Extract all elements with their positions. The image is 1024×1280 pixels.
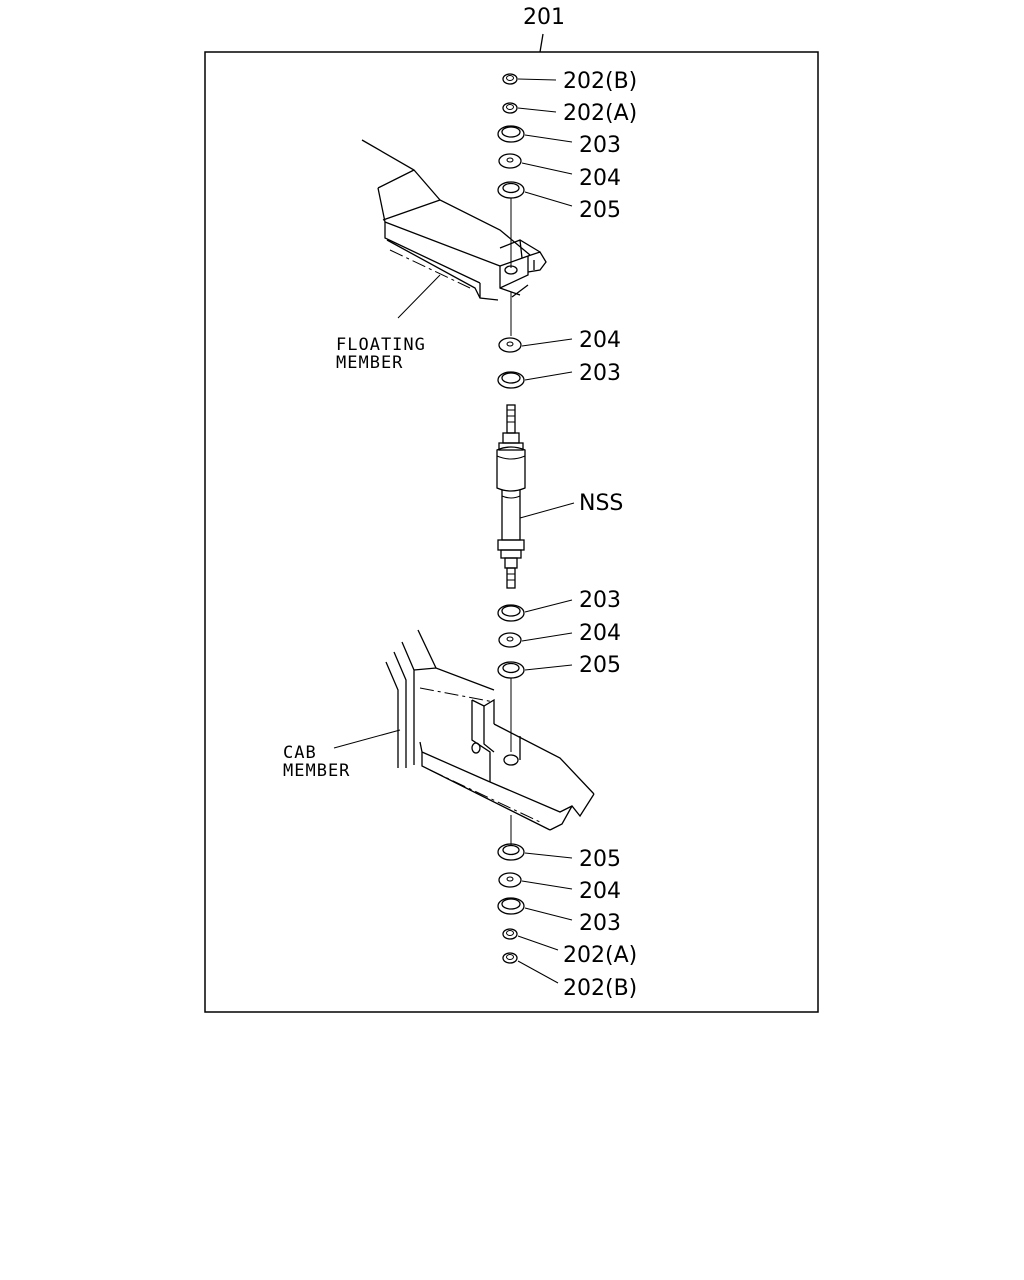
washer-203-bottom	[497, 897, 525, 915]
bushing-205-lower	[497, 661, 525, 679]
label-203-middle: 203	[579, 361, 621, 386]
label-203-lower: 203	[579, 588, 621, 613]
leader-205-bottom	[524, 852, 573, 859]
label-nss: NSS	[579, 491, 623, 516]
label-202b-bottom: 202(B)	[563, 976, 637, 1001]
leader-205-top	[524, 191, 573, 207]
nut-202a-top	[502, 102, 518, 114]
nut-202b-bottom	[502, 952, 518, 964]
leader-202a-top	[517, 107, 557, 113]
nut-202b-top	[502, 73, 518, 85]
assembly-leader-line	[539, 33, 544, 53]
floating-member-drawing	[361, 139, 547, 301]
diagram-frame	[204, 51, 819, 1013]
bushing-205-bottom	[497, 843, 525, 861]
bushing-204-lower	[498, 632, 522, 648]
label-204-bottom: 204	[579, 879, 621, 904]
leader-203-top	[524, 134, 573, 143]
leader-202a-bottom	[517, 935, 559, 951]
washer-203-top	[497, 125, 525, 143]
leader-cab-member	[333, 729, 401, 749]
leader-204-lower	[521, 632, 573, 642]
label-202a-top: 202(A)	[563, 101, 637, 126]
label-204-middle: 204	[579, 328, 621, 353]
leader-204-middle	[521, 338, 573, 347]
label-204-top: 204	[579, 166, 621, 191]
leader-202b-bottom	[517, 960, 559, 984]
leader-204-bottom	[521, 880, 573, 890]
leader-203-lower	[524, 599, 573, 613]
leader-nss	[519, 502, 575, 519]
cab-member-drawing	[385, 629, 595, 831]
bushing-204-middle	[498, 337, 522, 353]
label-205-bottom: 205	[579, 847, 621, 872]
label-205-lower: 205	[579, 653, 621, 678]
leader-204-top	[521, 162, 573, 175]
label-203-bottom: 203	[579, 911, 621, 936]
washer-203-middle	[497, 371, 525, 389]
washer-203-lower	[497, 604, 525, 622]
nut-202a-bottom	[502, 928, 518, 940]
leader-203-middle	[524, 371, 573, 381]
label-202a-bottom: 202(A)	[563, 943, 637, 968]
shock-absorber-drawing	[496, 404, 526, 589]
label-202b-top: 202(B)	[563, 69, 637, 94]
bushing-204-bottom	[498, 872, 522, 888]
leader-203-bottom	[524, 907, 573, 921]
label-204-lower: 204	[579, 621, 621, 646]
cab-member-label-line1: CAB	[283, 743, 317, 763]
label-203-top: 203	[579, 133, 621, 158]
label-205-top: 205	[579, 198, 621, 223]
assembly-number-label: 201	[523, 5, 565, 30]
leader-205-lower	[524, 664, 573, 671]
leader-floating-member	[397, 274, 441, 319]
leader-202b-top	[517, 78, 557, 81]
cab-member-label-line2: MEMBER	[283, 761, 350, 781]
bushing-204-top	[498, 153, 522, 169]
floating-member-label-line2: MEMBER	[336, 353, 403, 373]
bushing-205-top	[497, 181, 525, 199]
floating-member-label-line1: FLOATING	[336, 335, 426, 355]
